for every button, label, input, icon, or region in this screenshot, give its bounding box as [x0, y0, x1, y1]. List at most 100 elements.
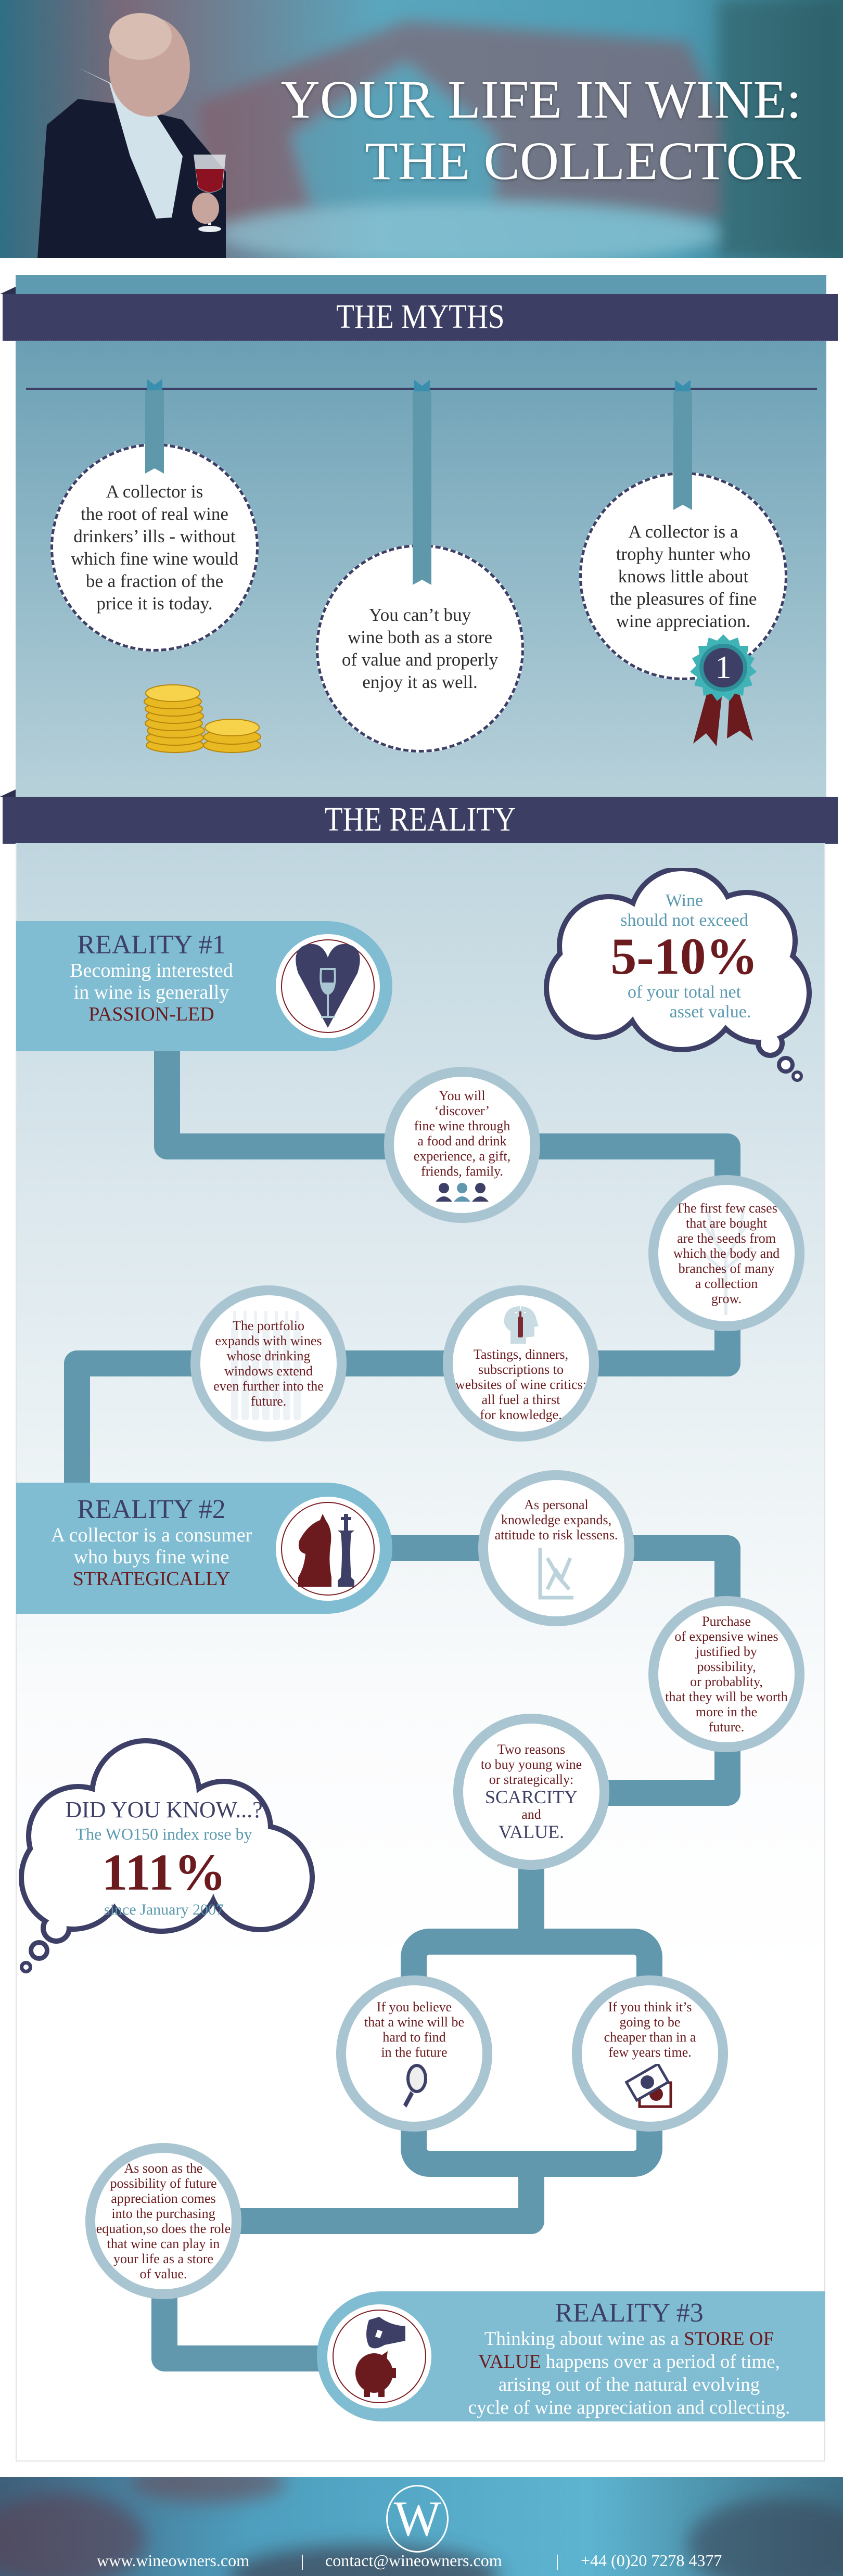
text-line: possibility of future	[110, 2176, 217, 2191]
people-icon	[436, 1183, 489, 1202]
reality-highlight: STORE OF	[684, 2328, 774, 2350]
piggy-bank-hand-icon	[355, 2317, 405, 2397]
reality-text: who buys fine wine	[73, 1546, 229, 1568]
text-line: friends, family.	[421, 1164, 503, 1179]
title-line-1: YOUR LIFE IN WINE:	[281, 73, 801, 127]
text-line: The first few cases	[675, 1200, 777, 1216]
text-line: that they will be worth	[665, 1689, 788, 1704]
reality-text: cycle of wine appreciation and collectin…	[468, 2397, 790, 2418]
text-line: price it is today.	[96, 593, 213, 614]
text-line: drinkers’ ills - without	[73, 526, 236, 546]
text-line: which fine wine would	[71, 549, 238, 569]
text-line: are the seeds from	[677, 1230, 776, 1246]
text-line: the root of real wine	[81, 504, 228, 524]
text-line: The portfolio	[233, 1318, 304, 1333]
text-line: for knowledge.	[480, 1407, 562, 1422]
footer: W www.wineowners.com | contact@wineowner…	[0, 2477, 843, 2576]
callout-text: should not exceed	[620, 911, 748, 930]
text-line: or probablity,	[690, 1674, 763, 1689]
reason-value: VALUE.	[498, 1821, 565, 1842]
text-line: of expensive wines	[674, 1629, 778, 1644]
section-title: THE REALITY	[324, 800, 516, 838]
text-line: experience, a gift,	[413, 1149, 511, 1164]
text-line: your life as a store	[113, 2251, 214, 2266]
text-line: future.	[708, 1719, 745, 1735]
reality-heading: REALITY #3	[555, 2298, 704, 2328]
text-line: justified by	[696, 1644, 757, 1659]
text-line: You can’t buy	[368, 605, 471, 625]
text-line: that are bought	[686, 1215, 767, 1231]
index-growth-percent: 111%	[101, 1843, 226, 1901]
text-line: As personal	[524, 1497, 589, 1512]
text-line: Two reasons	[497, 1742, 566, 1757]
title-text: THE COLLECTOR	[365, 131, 801, 191]
title-line-2: THE COLLECTOR	[365, 134, 801, 188]
text-line: wine both as a store	[348, 627, 492, 647]
reason-scarcity: SCARCITY	[484, 1787, 578, 1807]
reality-highlight: PASSION-LED	[88, 1003, 214, 1025]
chess-pieces-icon	[298, 1514, 354, 1587]
title-text: YOUR LIFE IN WINE:	[280, 70, 801, 130]
reality-text: happens over a period of time,	[541, 2351, 780, 2373]
text-line: of value.	[139, 2266, 187, 2281]
text-line: You will	[439, 1088, 486, 1103]
text-line: Purchase	[702, 1614, 751, 1629]
gold-coins-icon	[144, 684, 261, 753]
reality-icon-3	[327, 2304, 431, 2408]
reality-heading: REALITY #1	[77, 930, 226, 960]
myths-banner: THE MYTHS	[0, 287, 838, 341]
phone-number[interactable]: +44 (0)20 7278 4377	[581, 2551, 722, 2570]
allocation-callout: Wine should not exceed 5-10% of your tot…	[598, 891, 770, 1022]
text-line: which the body and	[673, 1245, 780, 1261]
reality-text: arising out of the natural evolving	[498, 2374, 760, 2395]
reality-text: in wine is generally	[73, 981, 229, 1003]
text-line: As soon as the	[124, 2161, 203, 2176]
ribbon	[413, 391, 431, 585]
text-line: If you think it’s	[608, 1999, 692, 2014]
header-hero: YOUR LIFE IN WINE: THE COLLECTOR	[0, 0, 843, 258]
text-line: more in the	[695, 1704, 758, 1719]
ribbon	[673, 391, 692, 510]
callout-text: asset value.	[669, 1002, 751, 1022]
separator: |	[301, 2551, 304, 2570]
text-line: cheaper than in a	[604, 2029, 696, 2045]
text-line: and	[521, 1807, 541, 1822]
money-bills-icon	[624, 2063, 672, 2108]
head-bottle-idea-icon	[504, 1306, 539, 1344]
thought-cloud-allocation	[544, 868, 812, 1082]
text-line: subscriptions to	[478, 1361, 564, 1377]
text-line: or strategically:	[489, 1772, 574, 1787]
text-line: A collector is	[106, 481, 203, 502]
text-line: fine wine through	[414, 1118, 510, 1133]
myths-top-strip	[16, 275, 826, 295]
text-line: going to be	[619, 2014, 681, 2030]
text-line: to buy young wine	[480, 1757, 582, 1772]
thought-cloud-index	[19, 1738, 315, 1973]
callout-heading: DID YOU KNOW...?	[65, 1797, 263, 1822]
callout-text: since January 2007	[104, 1901, 224, 1918]
website-link[interactable]: www.wineowners.com	[97, 2551, 249, 2570]
text-line: websites of wine critics;	[455, 1376, 586, 1392]
text-line: possibility,	[697, 1659, 756, 1674]
reality-banner: THE REALITY	[0, 789, 838, 844]
email-link[interactable]: contact@wineowners.com	[325, 2551, 502, 2570]
text-line: into the purchasing	[111, 2206, 215, 2221]
text-line: branches of many	[678, 1260, 775, 1276]
